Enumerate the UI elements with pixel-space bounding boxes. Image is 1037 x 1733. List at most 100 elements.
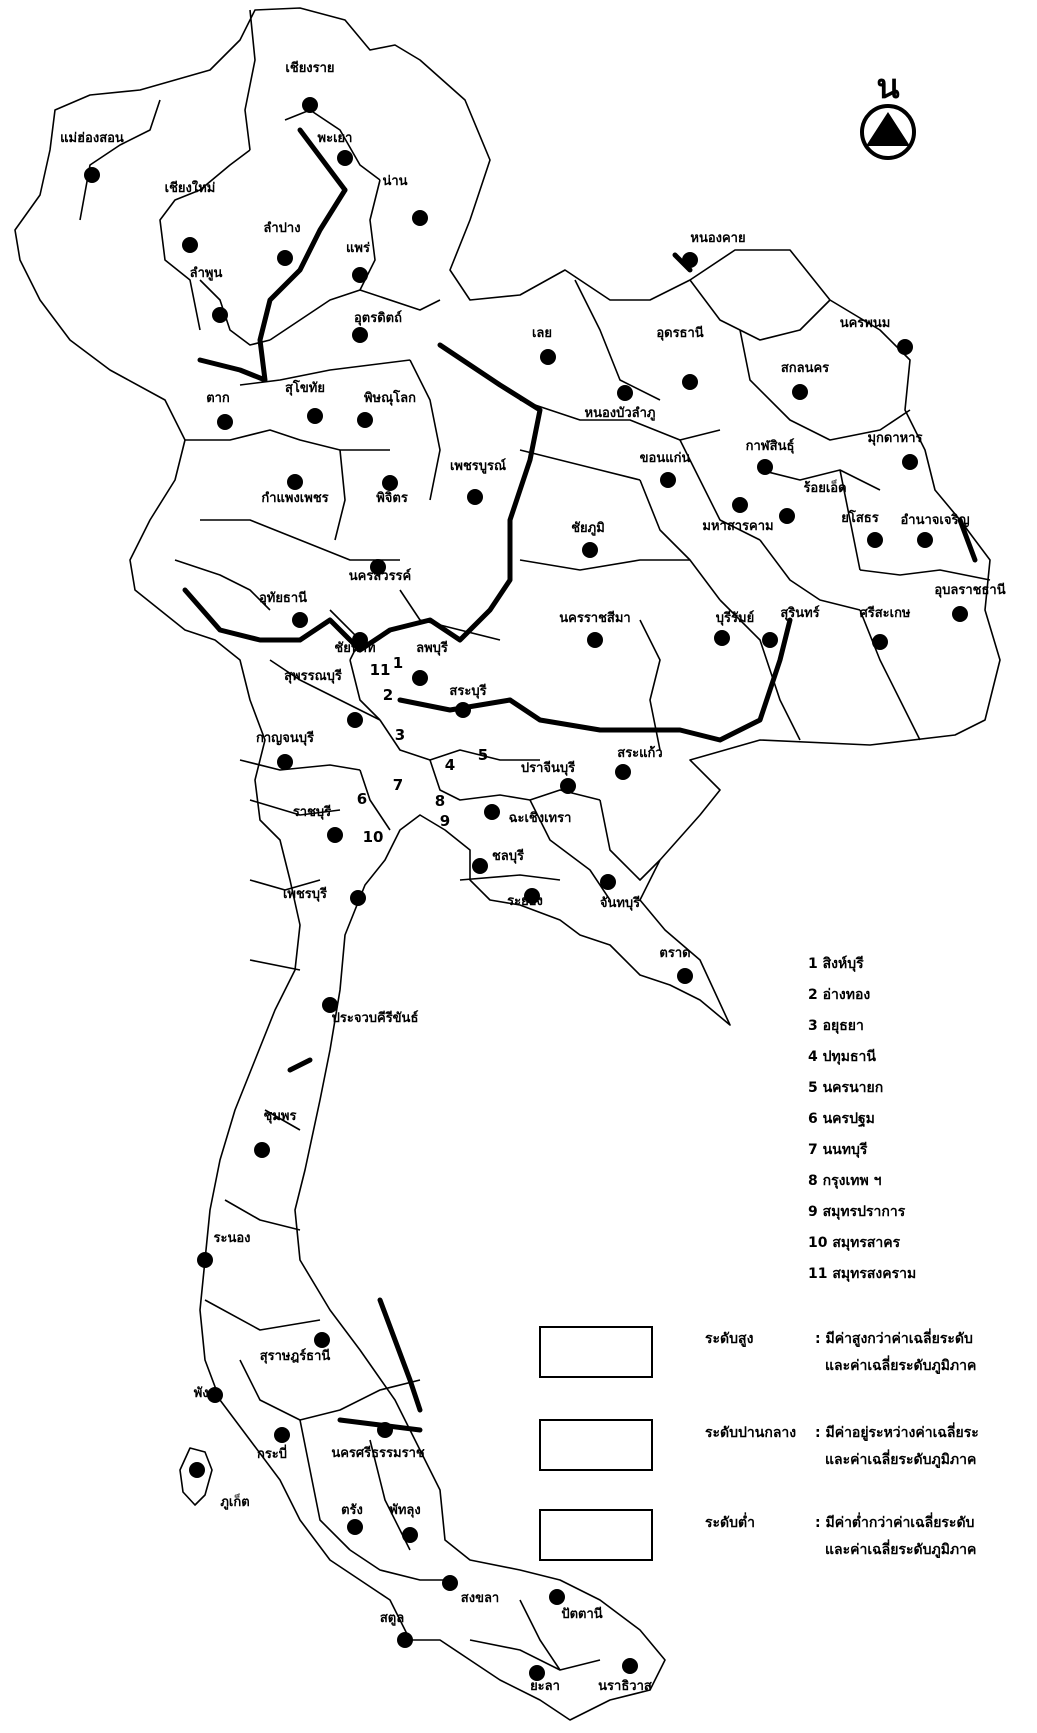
province-label-loei: เลย [532,326,552,341]
province-dot-nan [412,210,428,226]
province-dot-suratthani [314,1332,330,1348]
province-label-trang: ตรัง [341,1503,363,1518]
province-dot-saraburi [455,702,471,718]
province-dot-phatthalung [402,1527,418,1543]
province-dot-phitsanulok [357,412,373,428]
province-label-krabi: กระบี่ [257,1444,287,1462]
province-dot-chonburi [472,858,488,874]
province-dot-krabi [274,1427,290,1443]
legend-desc-medium-2: และค่าเฉลี่ยระดับภูมิภาค [825,1449,976,1468]
province-dot-nongkhai [682,252,698,268]
legend-level-high: ระดับสูง [705,1331,754,1347]
province-label-phayao: พะเยา [318,131,353,146]
numbered-key-item: 9 สมุทรปราการ [808,1204,906,1220]
province-dot-yasothon [867,532,883,548]
province-boundaries [79,9,991,1671]
province-label-lopburi: ลพบุรี [416,640,448,656]
province-dot-chiangmai [182,237,198,253]
province-label-chachoengsao: ฉะเชิงเทรา [509,811,572,826]
province-label-maehongson: แม่ฮ่องสอน [60,131,124,146]
province-dot-ubon [952,606,968,622]
numbered-key-item: 3 อยุธยา [808,1018,864,1034]
province-dot-prachuap [322,997,338,1013]
province-label-buriram: บุรีรัมย์ [716,610,754,626]
province-label-kamphaengphet: กำแพงเพชร [261,490,328,506]
legend-desc-high-2: และค่าเฉลี่ยระดับภูมิภาค [825,1355,976,1374]
province-label-lamphun: ลำพูน [190,265,223,281]
map-number-6: 6 [357,790,367,808]
province-label-chiangmai: เชียงใหม่ [165,179,216,196]
province-dot-uthaithani [292,612,308,628]
province-label-phangnga: พังงา [194,1386,223,1401]
province-label-sakaeo: สระแก้ว [617,745,662,761]
province-label-kalasin: กาฬสินธุ์ [746,438,795,454]
province-dot-phuket [189,1462,205,1478]
province-dot-mukdahan [902,454,918,470]
province-dot-phayao [337,150,353,166]
province-dot-nakhonsawan [370,559,386,575]
province-dot-nongbualamphu [617,385,633,401]
province-dot-songkhla [442,1575,458,1591]
province-dot-chaiyaphum [582,542,598,558]
legend-desc-medium-1: : มีค่าอยู่ระหว่างค่าเฉลี่ยระ [815,1422,979,1441]
province-label-ubon: อุบลราชธานี [934,582,1005,598]
legend-desc-high-1: : มีค่าสูงกว่าค่าเฉลี่ยระดับ [815,1328,973,1347]
province-label-prachinburi: ปราจีนบุรี [521,760,575,776]
province-dot-satun [397,1632,413,1648]
numbered-key-item: 11 สมุทรสงคราม [808,1266,916,1282]
province-dot-nakhonphanom [897,339,913,355]
province-label-rayong: ระยอง [507,894,543,909]
province-dot-surin [762,632,778,648]
province-dot-nakhonratchasima [587,632,603,648]
legend: ระดับสูง : มีค่าสูงกว่าค่าเฉลี่ยระดับ แล… [539,1326,979,1561]
province-dot-ranong [197,1252,213,1268]
province-dot-amnatcharoen [917,532,933,548]
map-number-10: 10 [363,828,384,846]
province-label-phitsanulok: พิษณุโลก [364,389,416,406]
province-label-sisaket: ศรีสะเกษ [859,605,910,621]
province-label-chainat: ชัยนาท [334,641,375,656]
map-number-5: 5 [478,746,488,764]
province-label-nakhonphanom: นครพนม [840,316,891,331]
province-dot-buriram [714,630,730,646]
province-label-saraburi: สระบุรี [449,683,486,699]
province-label-suratthani: สุราษฎร์ธานี [260,1348,331,1364]
province-dot-prachinburi [560,778,576,794]
province-label-nakhonratchasima: นครราชสีมา [559,610,630,626]
province-layer: เชียงรายแม่ฮ่องสอนเชียงใหม่พะเยาน่านลำปา… [60,60,1006,1694]
map-number-8: 8 [435,792,445,810]
province-label-chonburi: ชลบุรี [492,848,524,864]
province-dot-phichit [382,475,398,491]
province-dot-phetchabun [467,489,483,505]
province-label-amnatcharoen: อำนาจเจริญ [900,512,969,528]
province-dot-lamphun [212,307,228,323]
map-number-3: 3 [395,726,405,744]
province-label-mahasarakham: มหาสารคาม [702,519,773,534]
province-label-suphanburi: สุพรรณบุรี [284,668,342,684]
province-label-songkhla: สงขลา [461,1591,499,1606]
legend-box-medium [539,1419,653,1471]
phuket-island [179,1447,213,1506]
north-arrow-icon [866,112,910,146]
legend-level-medium: ระดับปานกลาง [705,1425,796,1441]
legend-box-low [539,1509,653,1561]
province-label-ratchaburi: ราชบุรี [293,804,331,820]
province-label-nan: น่าน [382,174,407,189]
province-dot-trat [677,968,693,984]
province-label-uthaithani: อุทัยธานี [259,590,307,606]
map-number-4: 4 [445,756,455,774]
province-dot-kalasin [757,459,773,475]
province-label-tak: ตาก [206,391,230,406]
province-label-uttaradit: อุตรดิตถ์ [354,310,402,326]
province-dot-phangnga [207,1387,223,1403]
province-dot-phrae [352,267,368,283]
province-label-satun: สตูล [380,1611,404,1626]
province-label-yasothon: ยโสธร [841,509,878,526]
province-label-chanthaburi: จันทบุรี [600,895,640,911]
province-dot-lampang [277,250,293,266]
province-dot-kanchanaburi [277,754,293,770]
province-dot-trang [347,1519,363,1535]
province-dot-roiet [779,508,795,524]
